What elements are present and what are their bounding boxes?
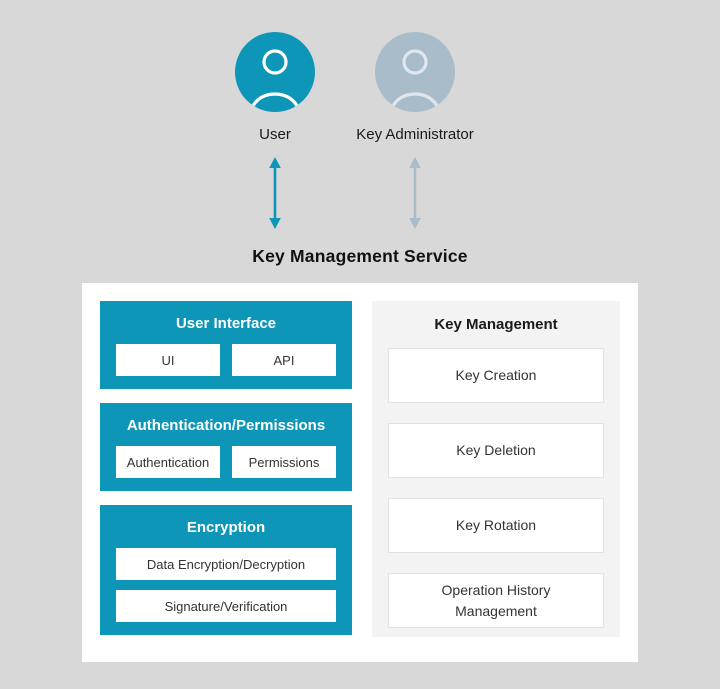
actor-key-administrator: Key Administrator	[330, 32, 500, 229]
panel-encryption: Encryption Data Encryption/Decryption Si…	[100, 505, 352, 635]
item-authentication: Authentication	[116, 446, 220, 478]
kms-container: User Interface UI API Authentication/Per…	[82, 283, 638, 662]
user-label: User	[259, 126, 291, 143]
panel-key-management-header: Key Management	[434, 316, 558, 333]
panel-user-interface-items: UI API	[116, 344, 336, 376]
item-key-rotation: Key Rotation	[388, 498, 604, 553]
key-administrator-double-arrow-icon	[406, 157, 424, 229]
panel-user-interface-header: User Interface	[175, 315, 277, 332]
diagram-title: Key Management Service	[252, 246, 468, 266]
item-api: API	[232, 344, 336, 376]
panel-encryption-items: Data Encryption/Decryption Signature/Ver…	[116, 548, 336, 622]
item-data-encryption-decryption: Data Encryption/Decryption	[116, 548, 336, 580]
actor-user: User	[190, 32, 360, 229]
item-key-deletion: Key Deletion	[388, 423, 604, 478]
panel-encryption-header: Encryption	[186, 519, 266, 536]
item-permissions: Permissions	[232, 446, 336, 478]
panel-authentication-permissions: Authentication/Permissions Authenticatio…	[100, 403, 352, 491]
key-administrator-label: Key Administrator	[356, 126, 474, 143]
panel-authentication-permissions-header: Authentication/Permissions	[126, 417, 326, 434]
panel-key-management: Key Management Key Creation Key Deletion…	[372, 301, 620, 637]
panel-user-interface: User Interface UI API	[100, 301, 352, 389]
key-administrator-avatar-icon	[375, 32, 455, 112]
panel-key-management-items: Key Creation Key Deletion Key Rotation O…	[388, 348, 604, 628]
user-avatar-icon	[235, 32, 315, 112]
left-panel-column: User Interface UI API Authentication/Per…	[100, 301, 352, 635]
item-signature-verification: Signature/Verification	[116, 590, 336, 622]
item-operation-history-management: Operation History Management	[388, 573, 604, 628]
item-ui: UI	[116, 344, 220, 376]
user-double-arrow-icon	[266, 157, 284, 229]
item-key-creation: Key Creation	[388, 348, 604, 403]
panel-authentication-permissions-items: Authentication Permissions	[116, 446, 336, 478]
